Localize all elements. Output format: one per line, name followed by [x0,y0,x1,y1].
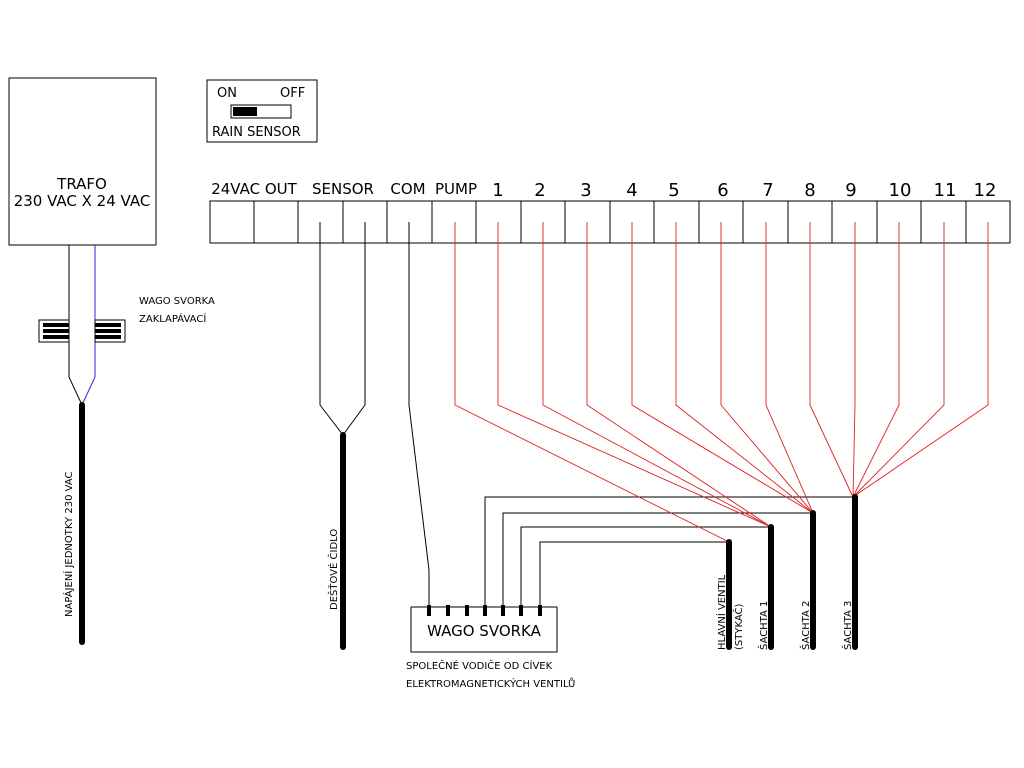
terminal-label-zone-12: 12 [974,180,997,201]
wago-clip-label-1: WAGO SVORKA [139,296,215,307]
power-cable-label: NAPÁJENÍ JEDNOTKY 230 VAC [62,472,75,617]
terminal-strip [209,200,1011,244]
terminal-label-24vac-out: 24VAC OUT [211,180,297,198]
trafo-wire-black [68,245,83,406]
terminal-label-zone-6: 6 [717,180,728,201]
terminal-label-zone-8: 8 [804,180,815,201]
zone-wire-9 [852,222,856,498]
zone-wire-3 [586,222,772,528]
trafo-box [8,77,157,246]
shaft3-label: ŠACHTA 3 [841,601,854,650]
pump-wire [454,222,730,543]
terminal-label-zone-11: 11 [934,180,957,201]
sensor-wire-a [319,222,344,436]
shaft2-label: ŠACHTA 2 [799,601,812,650]
wago-block-caption-1: SPOLEČNÉ VODIČE OD CÍVEK [406,659,553,672]
terminal-label-zone-9: 9 [845,180,856,201]
rain-sensor-cable-label: DEŠŤOVÉ ČIDLO [327,529,340,610]
common-wire-shaft1 [520,526,771,610]
zone-wire-12 [852,222,989,498]
zone-wire-6 [720,222,814,514]
terminal-label-zone-10: 10 [889,180,912,201]
wago-clip-label-2: ZAKLAPÁVACÍ [139,312,206,325]
terminal-label-com: COM [390,180,425,198]
trafo-wire-blue [81,245,96,406]
terminal-label-sensor: SENSOR [312,180,374,198]
rain-switch-caption: RAIN SENSOR [212,125,301,140]
zone-wire-7 [765,222,814,514]
sensor-wire-b [342,222,366,436]
com-wire [408,222,430,610]
zone-wire-8 [809,222,854,498]
terminal-label-zone-2: 2 [534,180,545,201]
main-valve-label-2: (STYKAČ) [732,604,745,650]
common-wire-shaft2 [502,512,813,610]
zone-wires [454,222,989,543]
common-wire-main-valve [539,541,729,610]
main-valve-label-1: HLAVNÍ VENTIL [715,574,728,650]
wago-block-terminals [427,605,542,616]
zone-wire-1 [497,222,772,528]
rain-switch-knob[interactable] [233,107,257,116]
rain-switch-panel [206,79,318,143]
rain-switch-off-label: OFF [280,86,305,101]
rain-switch-on-label: ON [217,86,237,101]
terminal-label-zone-1: 1 [492,180,503,201]
zone-wire-4 [631,222,814,514]
wago-clip [38,319,126,343]
zone-wire-11 [852,222,945,498]
wago-block-caption-2: ELEKTROMAGNETICKÝCH VENTILŮ [406,677,575,690]
common-wire-shaft3 [484,496,853,610]
terminal-label-zone-3: 3 [580,180,591,201]
shaft1-label: ŠACHTA 1 [757,601,770,650]
wago-block-label: WAGO SVORKA [427,622,542,640]
terminal-label-zone-5: 5 [668,180,679,201]
terminal-label-zone-4: 4 [626,180,637,201]
trafo-rating: 230 VAC X 24 VAC [14,192,151,210]
terminal-label-zone-7: 7 [762,180,773,201]
zone-wire-10 [852,222,900,498]
trafo-title: TRAFO [56,175,107,193]
zone-wire-2 [542,222,772,528]
terminal-label-pump: PUMP [435,180,477,198]
zone-wire-5 [675,222,814,514]
